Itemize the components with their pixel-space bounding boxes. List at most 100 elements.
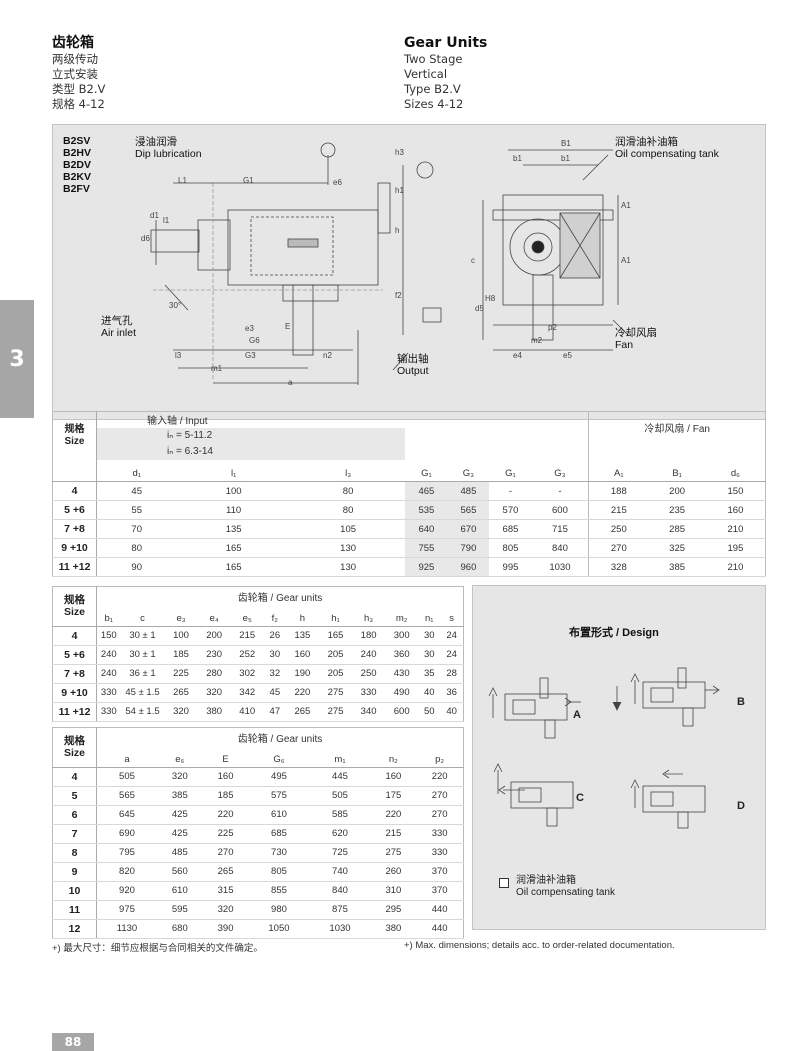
cell: 130 [290, 557, 406, 577]
cell: 150 [705, 481, 766, 501]
oil-tank-legend-icon [499, 878, 509, 888]
cell: 505 [309, 786, 371, 806]
ratio-1: iₙ = 5-11.2 [96, 427, 406, 444]
header-en-line: Vertical [404, 67, 448, 81]
cell: 685 [489, 519, 532, 539]
cell: 740 [309, 862, 371, 882]
cell: 342 [230, 683, 264, 703]
cell: 220 [370, 805, 417, 825]
cell: 1030 [531, 557, 589, 577]
column-header: d₆ [705, 459, 766, 482]
cell: 200 [648, 481, 706, 501]
cell: 30 ± 1 [120, 626, 165, 646]
cell: 230 [197, 645, 231, 665]
cell: 820 [96, 862, 157, 882]
dim-label: a [288, 378, 293, 387]
oil-tank-leader [582, 154, 609, 181]
cell: 440 [416, 919, 464, 939]
design-label-c: C [576, 792, 584, 804]
cell: 165 [176, 557, 291, 577]
cell: 54 ± 1.5 [120, 702, 165, 722]
cell: 240 [96, 664, 121, 684]
cell: 330 [416, 824, 464, 844]
oil-tank-legend: 润滑油补油箱 Oil compensating tank [516, 875, 615, 899]
cell: 175 [370, 786, 417, 806]
type-label: B2SV [63, 135, 91, 147]
cell: 205 [318, 645, 353, 665]
cell: 30 ± 1 [120, 645, 165, 665]
column-header: l₃ [290, 459, 406, 482]
dim-label: h3 [395, 148, 404, 157]
dip-zh: 浸油润滑 [135, 136, 177, 148]
cell: 715 [531, 519, 589, 539]
fan-label: 冷却风扇 Fan [615, 327, 657, 351]
column-header: G₃ [531, 459, 589, 482]
legend-en: Oil compensating tank [516, 887, 615, 898]
cell: 445 [309, 767, 371, 787]
design-label-a: A [573, 709, 581, 721]
cell: 380 [197, 702, 231, 722]
drawing-types: B2SV B2HV B2DV B2KV B2FV [63, 135, 91, 195]
cell: 270 [588, 538, 649, 558]
output-symbol [422, 307, 442, 323]
cell: 425 [156, 824, 203, 844]
cell: 80 [290, 481, 406, 501]
cell: 28 [440, 664, 464, 684]
size-cell: 6 [52, 805, 97, 825]
column-header: h [285, 604, 319, 627]
cell: 610 [156, 881, 203, 901]
column-header: m₁ [309, 745, 371, 768]
column-header: h₁ [318, 604, 353, 627]
input-flange [197, 219, 231, 271]
flange-top [492, 209, 614, 221]
cell: 35 [418, 664, 441, 684]
size-cell: 4 [52, 481, 97, 501]
table-title: 齿轮箱 / Gear units [237, 593, 323, 604]
cell: 385 [648, 557, 706, 577]
cell: 270 [416, 805, 464, 825]
design-a-housing [504, 693, 568, 721]
column-header: f₂ [263, 604, 286, 627]
air-en: Air inlet [101, 327, 137, 339]
cell: 185 [164, 645, 198, 665]
air-inlet-leader [164, 284, 189, 311]
table-title: 齿轮箱 / Gear units [237, 734, 323, 745]
column-header: b₁ [96, 604, 121, 627]
cell: 680 [156, 919, 203, 939]
design-label-d: D [737, 800, 745, 812]
dim-label: e5 [563, 351, 572, 360]
cell: 295 [370, 900, 417, 920]
cell: 685 [248, 824, 310, 844]
cell: 190 [285, 664, 319, 684]
dim-label: p2 [548, 323, 557, 332]
cell: 100 [176, 481, 291, 501]
cell: 360 [385, 645, 419, 665]
design-panel: 布置形式 / Design [472, 585, 766, 930]
cell: 855 [248, 881, 310, 901]
cell: 975 [96, 900, 157, 920]
inner-housing [250, 216, 334, 276]
column-header: G₁ [405, 459, 448, 482]
cell: 280 [197, 664, 231, 684]
cell: 315 [202, 881, 249, 901]
column-header: h₃ [352, 604, 386, 627]
gear-housing-side [227, 209, 379, 286]
cell: 250 [352, 664, 386, 684]
cell: 30 [418, 626, 441, 646]
cell: 215 [230, 626, 264, 646]
cell: 210 [705, 557, 766, 577]
cell: 200 [197, 626, 231, 646]
design-b-housing [642, 681, 706, 709]
cell: 755 [405, 538, 448, 558]
cell: 585 [309, 805, 371, 825]
cell: 425 [156, 805, 203, 825]
type-label: B2FV [63, 183, 90, 195]
dim-label: e6 [333, 178, 342, 187]
